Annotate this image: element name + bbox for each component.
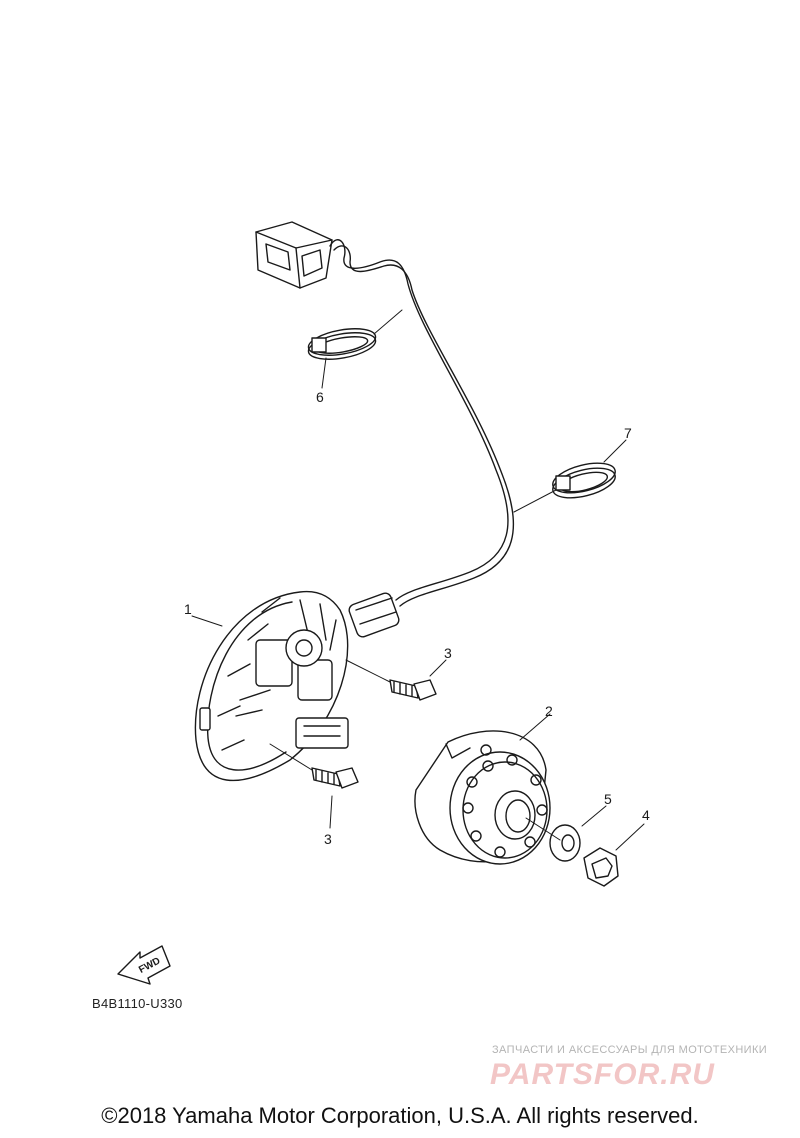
- watermark-logo: PARTSFOR.RU: [490, 1058, 715, 1091]
- bolt-3-lower: [311, 767, 359, 789]
- callout-2: 2: [545, 703, 553, 719]
- callout-6: 6: [316, 389, 324, 405]
- watermark-tagline: ЗАПЧАСТИ И АКСЕССУАРЫ ДЛЯ МОТОТЕХНИКИ: [492, 1044, 768, 1056]
- wire-harness: [329, 239, 515, 607]
- stator-assembly: [194, 590, 349, 782]
- flywheel-rotor: [414, 730, 551, 865]
- copyright-notice: ©2018 Yamaha Motor Corporation, U.S.A. A…: [101, 1103, 699, 1128]
- nut-4: [583, 847, 619, 887]
- connector-plug: [255, 221, 333, 289]
- callout-3-upper: 3: [444, 645, 452, 661]
- washer-5: [549, 824, 581, 862]
- leader-lines: [191, 309, 645, 851]
- cable-clamp-7: [552, 462, 616, 499]
- diagram-code: B4B1110-U330: [92, 996, 183, 1011]
- fwd-arrow-icon: [117, 945, 171, 985]
- callout-3-lower: 3: [324, 831, 332, 847]
- bolt-3-upper: [389, 679, 437, 701]
- callout-5: 5: [604, 791, 612, 807]
- callout-1: 1: [184, 601, 192, 617]
- callout-7: 7: [624, 425, 632, 441]
- cable-clamp-6: [307, 328, 377, 360]
- grommet: [348, 592, 400, 638]
- callout-4: 4: [642, 807, 650, 823]
